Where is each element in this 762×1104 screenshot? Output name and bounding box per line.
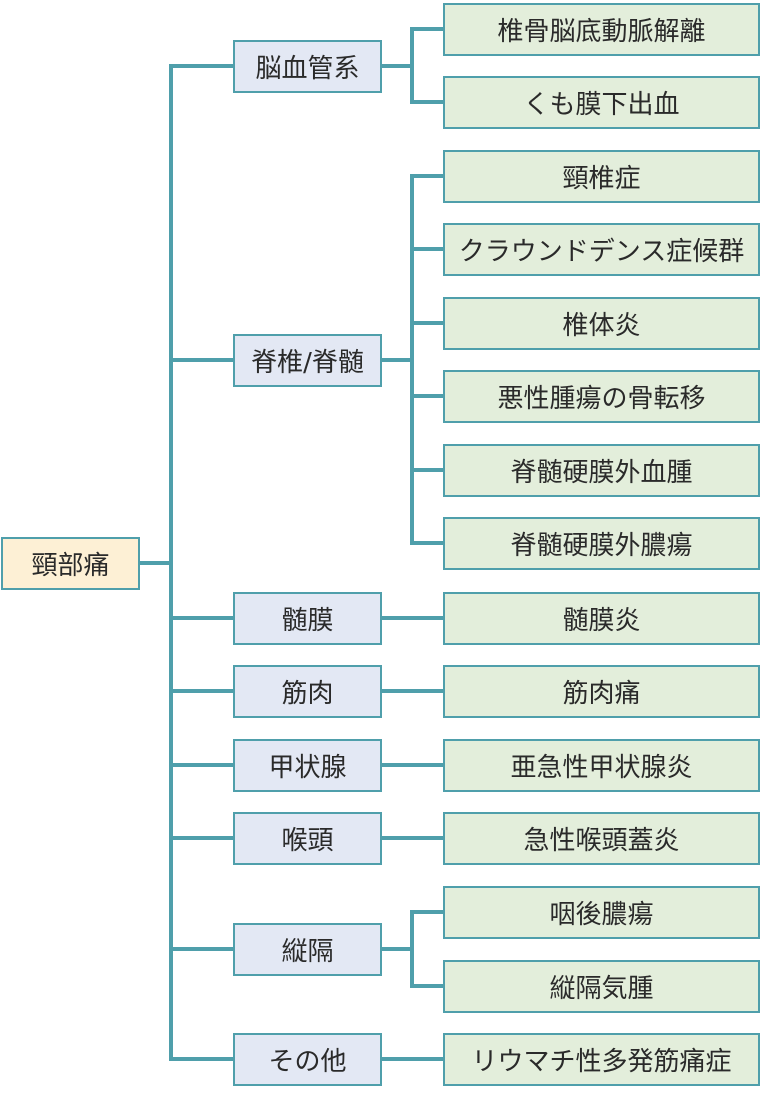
leaf-node: 亜急性甲状腺炎 [443,739,760,792]
leaf-node: 脊髄硬膜外血腫 [443,444,760,497]
category-node-thyroid: 甲状腺 [233,739,382,792]
leaf-node: リウマチ性多発筋痛症 [443,1033,760,1086]
leaf-node: 椎体炎 [443,297,760,350]
leaf-node: 急性喉頭蓋炎 [443,812,760,865]
leaf-node: 咽後膿瘍 [443,886,760,939]
category-node-cerebrovascular: 脳血管系 [233,40,382,93]
leaf-node: くも膜下出血 [443,76,760,129]
leaf-node: 脊髄硬膜外膿瘍 [443,517,760,570]
leaf-node: 悪性腫瘍の骨転移 [443,370,760,423]
category-node-meninges: 髄膜 [233,592,382,645]
category-node-mediastinum: 縦隔 [233,923,382,976]
leaf-node: 椎骨脳底動脈解離 [443,3,760,56]
category-node-other: その他 [233,1033,382,1086]
leaf-node: 筋肉痛 [443,665,760,718]
category-node-spine: 脊椎/脊髄 [233,334,382,387]
leaf-node: 髄膜炎 [443,592,760,645]
leaf-node: 縦隔気腫 [443,960,760,1013]
root-node: 頸部痛 [1,537,140,590]
category-node-muscle: 筋肉 [233,665,382,718]
leaf-node: クラウンドデンス症候群 [443,223,760,276]
leaf-node: 頸椎症 [443,150,760,203]
category-node-larynx: 喉頭 [233,812,382,865]
